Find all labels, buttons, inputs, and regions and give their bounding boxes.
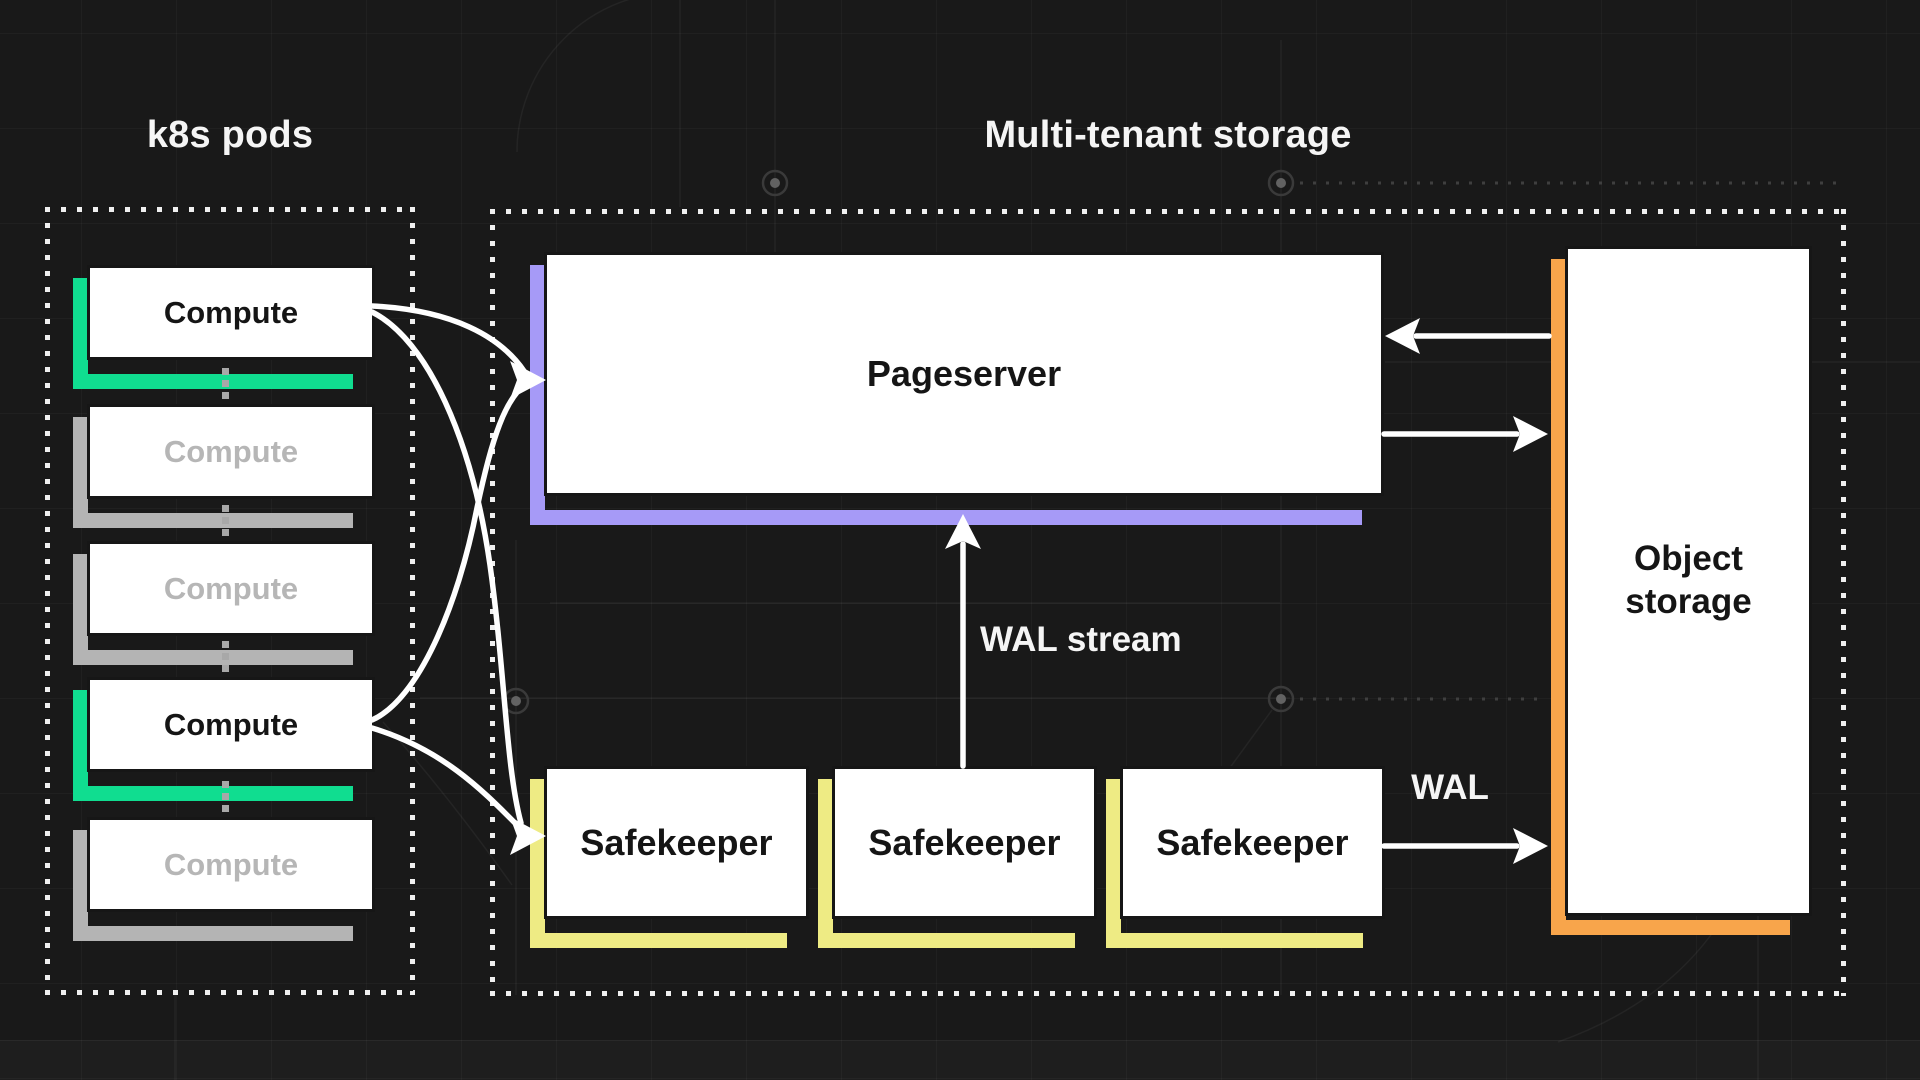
- more-pods-ellipsis-icon: [222, 505, 229, 536]
- safekeeper-accent: [818, 779, 1075, 948]
- safekeeper-node-2: Safekeeper: [835, 769, 1094, 916]
- compute-node-5: Compute: [90, 820, 372, 909]
- pageserver-node: Pageserver: [547, 255, 1381, 493]
- bottom-band: [0, 1040, 1920, 1080]
- safekeeper-accent: [1106, 779, 1363, 948]
- compute-node-2: Compute: [90, 407, 372, 496]
- k8s-pods-title: k8s pods: [146, 114, 314, 156]
- more-pods-ellipsis-icon: [222, 641, 229, 672]
- arrowhead-into-pageserver-right: [1385, 318, 1420, 354]
- safekeeper-node-1: Safekeeper: [547, 769, 806, 916]
- arrow-compute4-to-pageserver: [369, 384, 525, 723]
- arrow-compute1-to-safekeeper: [369, 309, 524, 826]
- object-storage-accent: [1551, 259, 1790, 935]
- compute-node-4: Compute: [90, 680, 372, 769]
- safekeeper-accent: [530, 779, 787, 948]
- compute-accent: [73, 278, 353, 389]
- compute-accent: [73, 830, 353, 941]
- arrowhead-into-objectstorage-wal: [1513, 828, 1548, 864]
- pageserver-accent: [530, 265, 1362, 525]
- more-pods-ellipsis-icon: [222, 368, 229, 399]
- arrowhead-into-objectstorage-upper: [1513, 416, 1548, 452]
- arrowhead-walstream: [945, 514, 981, 549]
- arrow-compute1-to-pageserver: [369, 303, 527, 374]
- compute-node-3: Compute: [90, 544, 372, 633]
- wal-stream-label: WAL stream: [980, 620, 1182, 659]
- arrowhead-pageserver: [510, 361, 546, 399]
- compute-accent: [73, 690, 353, 801]
- arrow-compute4-to-safekeeper: [369, 725, 522, 830]
- arrowhead-safekeeper: [510, 817, 546, 855]
- compute-accent: [73, 417, 353, 528]
- safekeeper-node-3: Safekeeper: [1123, 769, 1382, 916]
- wal-label: WAL: [1411, 768, 1489, 807]
- compute-accent: [73, 554, 353, 665]
- object-storage-label: Object storage: [1625, 539, 1752, 621]
- multi-tenant-storage-title: Multi-tenant storage: [984, 114, 1352, 156]
- object-storage-node: Object storage: [1568, 249, 1809, 913]
- compute-node-1: Compute: [90, 268, 372, 357]
- more-pods-ellipsis-icon: [222, 781, 229, 812]
